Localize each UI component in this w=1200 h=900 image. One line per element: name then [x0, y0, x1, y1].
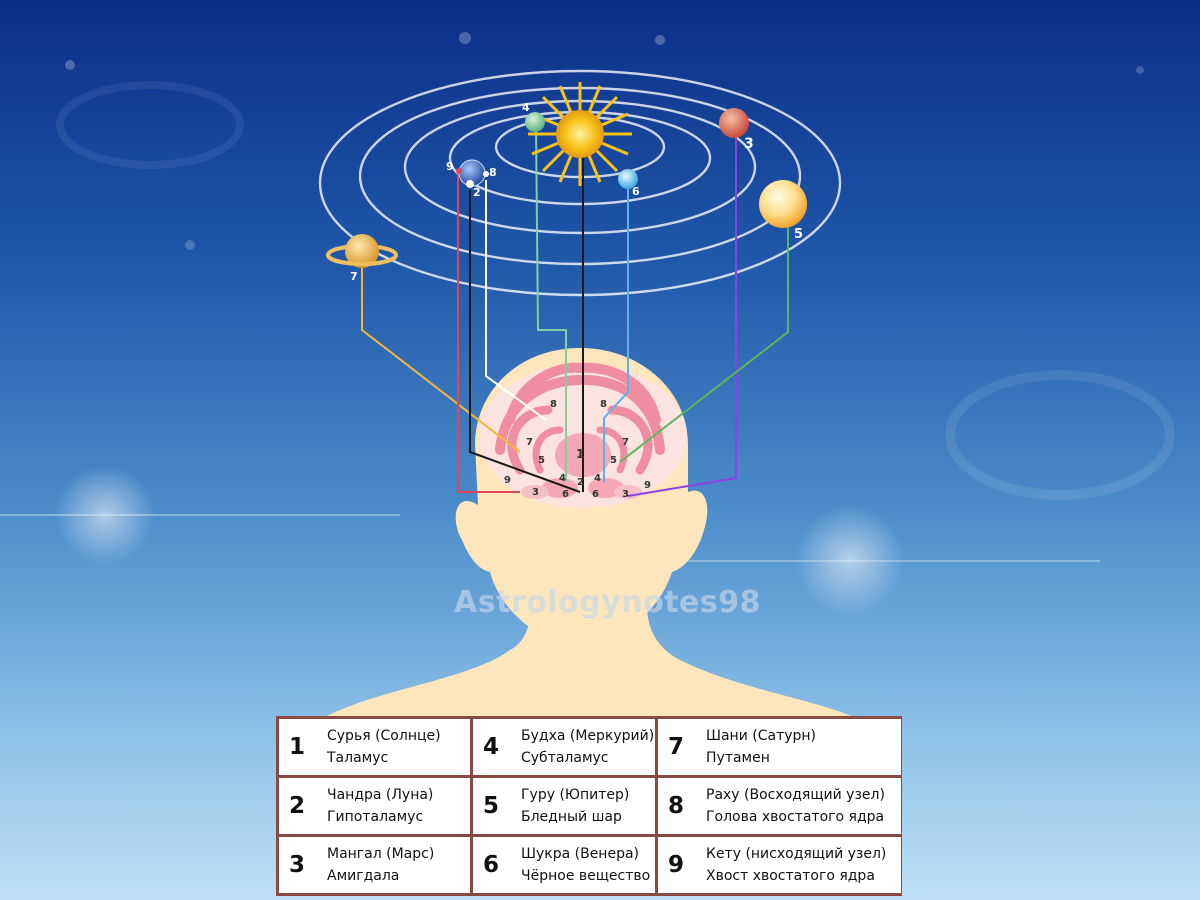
legend-table: 1 Сурья (Солнце) Таламус 4 Будха (Меркури… — [276, 716, 902, 896]
legend-cell: 4 Будха (Меркурий) Субталамус — [473, 719, 655, 775]
legend-number: 3 — [289, 852, 306, 878]
brain-label: 4 — [559, 473, 566, 484]
legend-brain-part: Чёрное вещество — [521, 868, 651, 884]
legend-number: 5 — [483, 793, 500, 819]
brain-label: 4 — [594, 473, 601, 484]
brain-label: 5 — [538, 455, 545, 466]
mercury-icon — [525, 112, 545, 132]
legend-number: 6 — [483, 852, 500, 878]
legend-planet: Будха (Меркурий) — [521, 728, 655, 744]
brain-region-labels: 8 8 7 7 5 5 1 4 4 2 6 6 3 3 9 9 — [504, 399, 651, 500]
legend-number: 1 — [289, 734, 306, 760]
brain-label: 7 — [622, 437, 629, 448]
legend-planet: Сурья (Солнце) — [327, 728, 441, 744]
saturn-icon — [326, 234, 398, 268]
venus-icon — [618, 169, 638, 189]
label-mars: 3 — [744, 136, 754, 152]
legend-cell: 8 Раху (Восходящий узел) Голова хвостатог… — [658, 778, 901, 834]
brain-label: 2 — [577, 477, 584, 488]
legend-brain-part: Амигдала — [327, 868, 400, 884]
legend-cell: 1 Сурья (Солнце) Таламус — [279, 719, 470, 775]
jupiter-icon — [759, 180, 807, 228]
label-moon: 2 — [473, 186, 481, 199]
brain-label: 6 — [562, 489, 569, 500]
brain-label: 5 — [610, 455, 617, 466]
label-venus: 6 — [632, 185, 640, 198]
legend-number: 9 — [668, 852, 685, 878]
label-rahu: 8 — [489, 166, 497, 179]
watermark: Astrologynotes98 — [454, 585, 762, 620]
legend-number: 4 — [483, 734, 500, 760]
legend-planet: Гуру (Юпитер) — [521, 787, 630, 803]
label-jupiter: 5 — [794, 227, 803, 242]
brain-label: 8 — [550, 399, 557, 410]
brain-label: 9 — [644, 480, 651, 491]
legend-planet: Чандра (Луна) — [327, 787, 434, 803]
label-ketu: 9 — [446, 160, 454, 173]
sun-icon — [528, 82, 632, 186]
legend-brain-part: Бледный шар — [521, 809, 622, 825]
legend-cell: 3 Мангал (Марс) Амигдала — [279, 837, 470, 893]
label-saturn: 7 — [350, 270, 358, 283]
mars-icon — [719, 108, 749, 138]
legend-cell: 5 Гуру (Юпитер) Бледный шар — [473, 778, 655, 834]
brain-label: 8 — [600, 399, 607, 410]
legend-planet: Шукра (Венера) — [521, 846, 640, 862]
legend-number: 2 — [289, 793, 306, 819]
legend-brain-part: Субталамус — [521, 750, 609, 766]
brain-label: 3 — [622, 489, 629, 500]
legend-brain-part: Таламус — [327, 750, 389, 766]
rahu-icon — [483, 171, 489, 177]
legend-cell: 2 Чандра (Луна) Гипоталамус — [279, 778, 470, 834]
legend-brain-part: Голова хвостатого ядра — [706, 809, 885, 825]
legend-number: 8 — [668, 793, 685, 819]
moon-icon — [458, 159, 486, 188]
legend-cell: 7 Шани (Сатурн) Путамен — [658, 719, 901, 775]
legend-brain-part: Гипоталамус — [327, 809, 424, 825]
planet-labels: 4 6 3 5 7 2 9 8 — [350, 101, 803, 283]
legend-cell: 6 Шукра (Венера) Чёрное вещество — [473, 837, 655, 893]
connector-lines — [361, 124, 789, 497]
label-mercury: 4 — [522, 101, 530, 114]
brain-label: 1 — [576, 447, 584, 461]
legend-number: 7 — [668, 734, 685, 760]
legend-cell: 9 Кету (нисходящий узел) Хвост хвостатого… — [658, 837, 901, 893]
brain-label: 7 — [526, 437, 533, 448]
ketu-icon — [456, 168, 462, 174]
legend-planet: Шани (Сатурн) — [706, 728, 817, 744]
brain-label: 3 — [532, 487, 539, 498]
legend-planet: Раху (Восходящий узел) — [706, 787, 885, 803]
background-sparkles — [0, 32, 1175, 615]
legend-planet: Мангал (Марс) — [327, 846, 435, 862]
legend-planet: Кету (нисходящий узел) — [706, 846, 887, 862]
brain-label: 9 — [504, 475, 511, 486]
brain-label: 6 — [592, 489, 599, 500]
legend-brain-part: Хвост хвостатого ядра — [706, 868, 875, 884]
legend-brain-part: Путамен — [706, 750, 770, 766]
